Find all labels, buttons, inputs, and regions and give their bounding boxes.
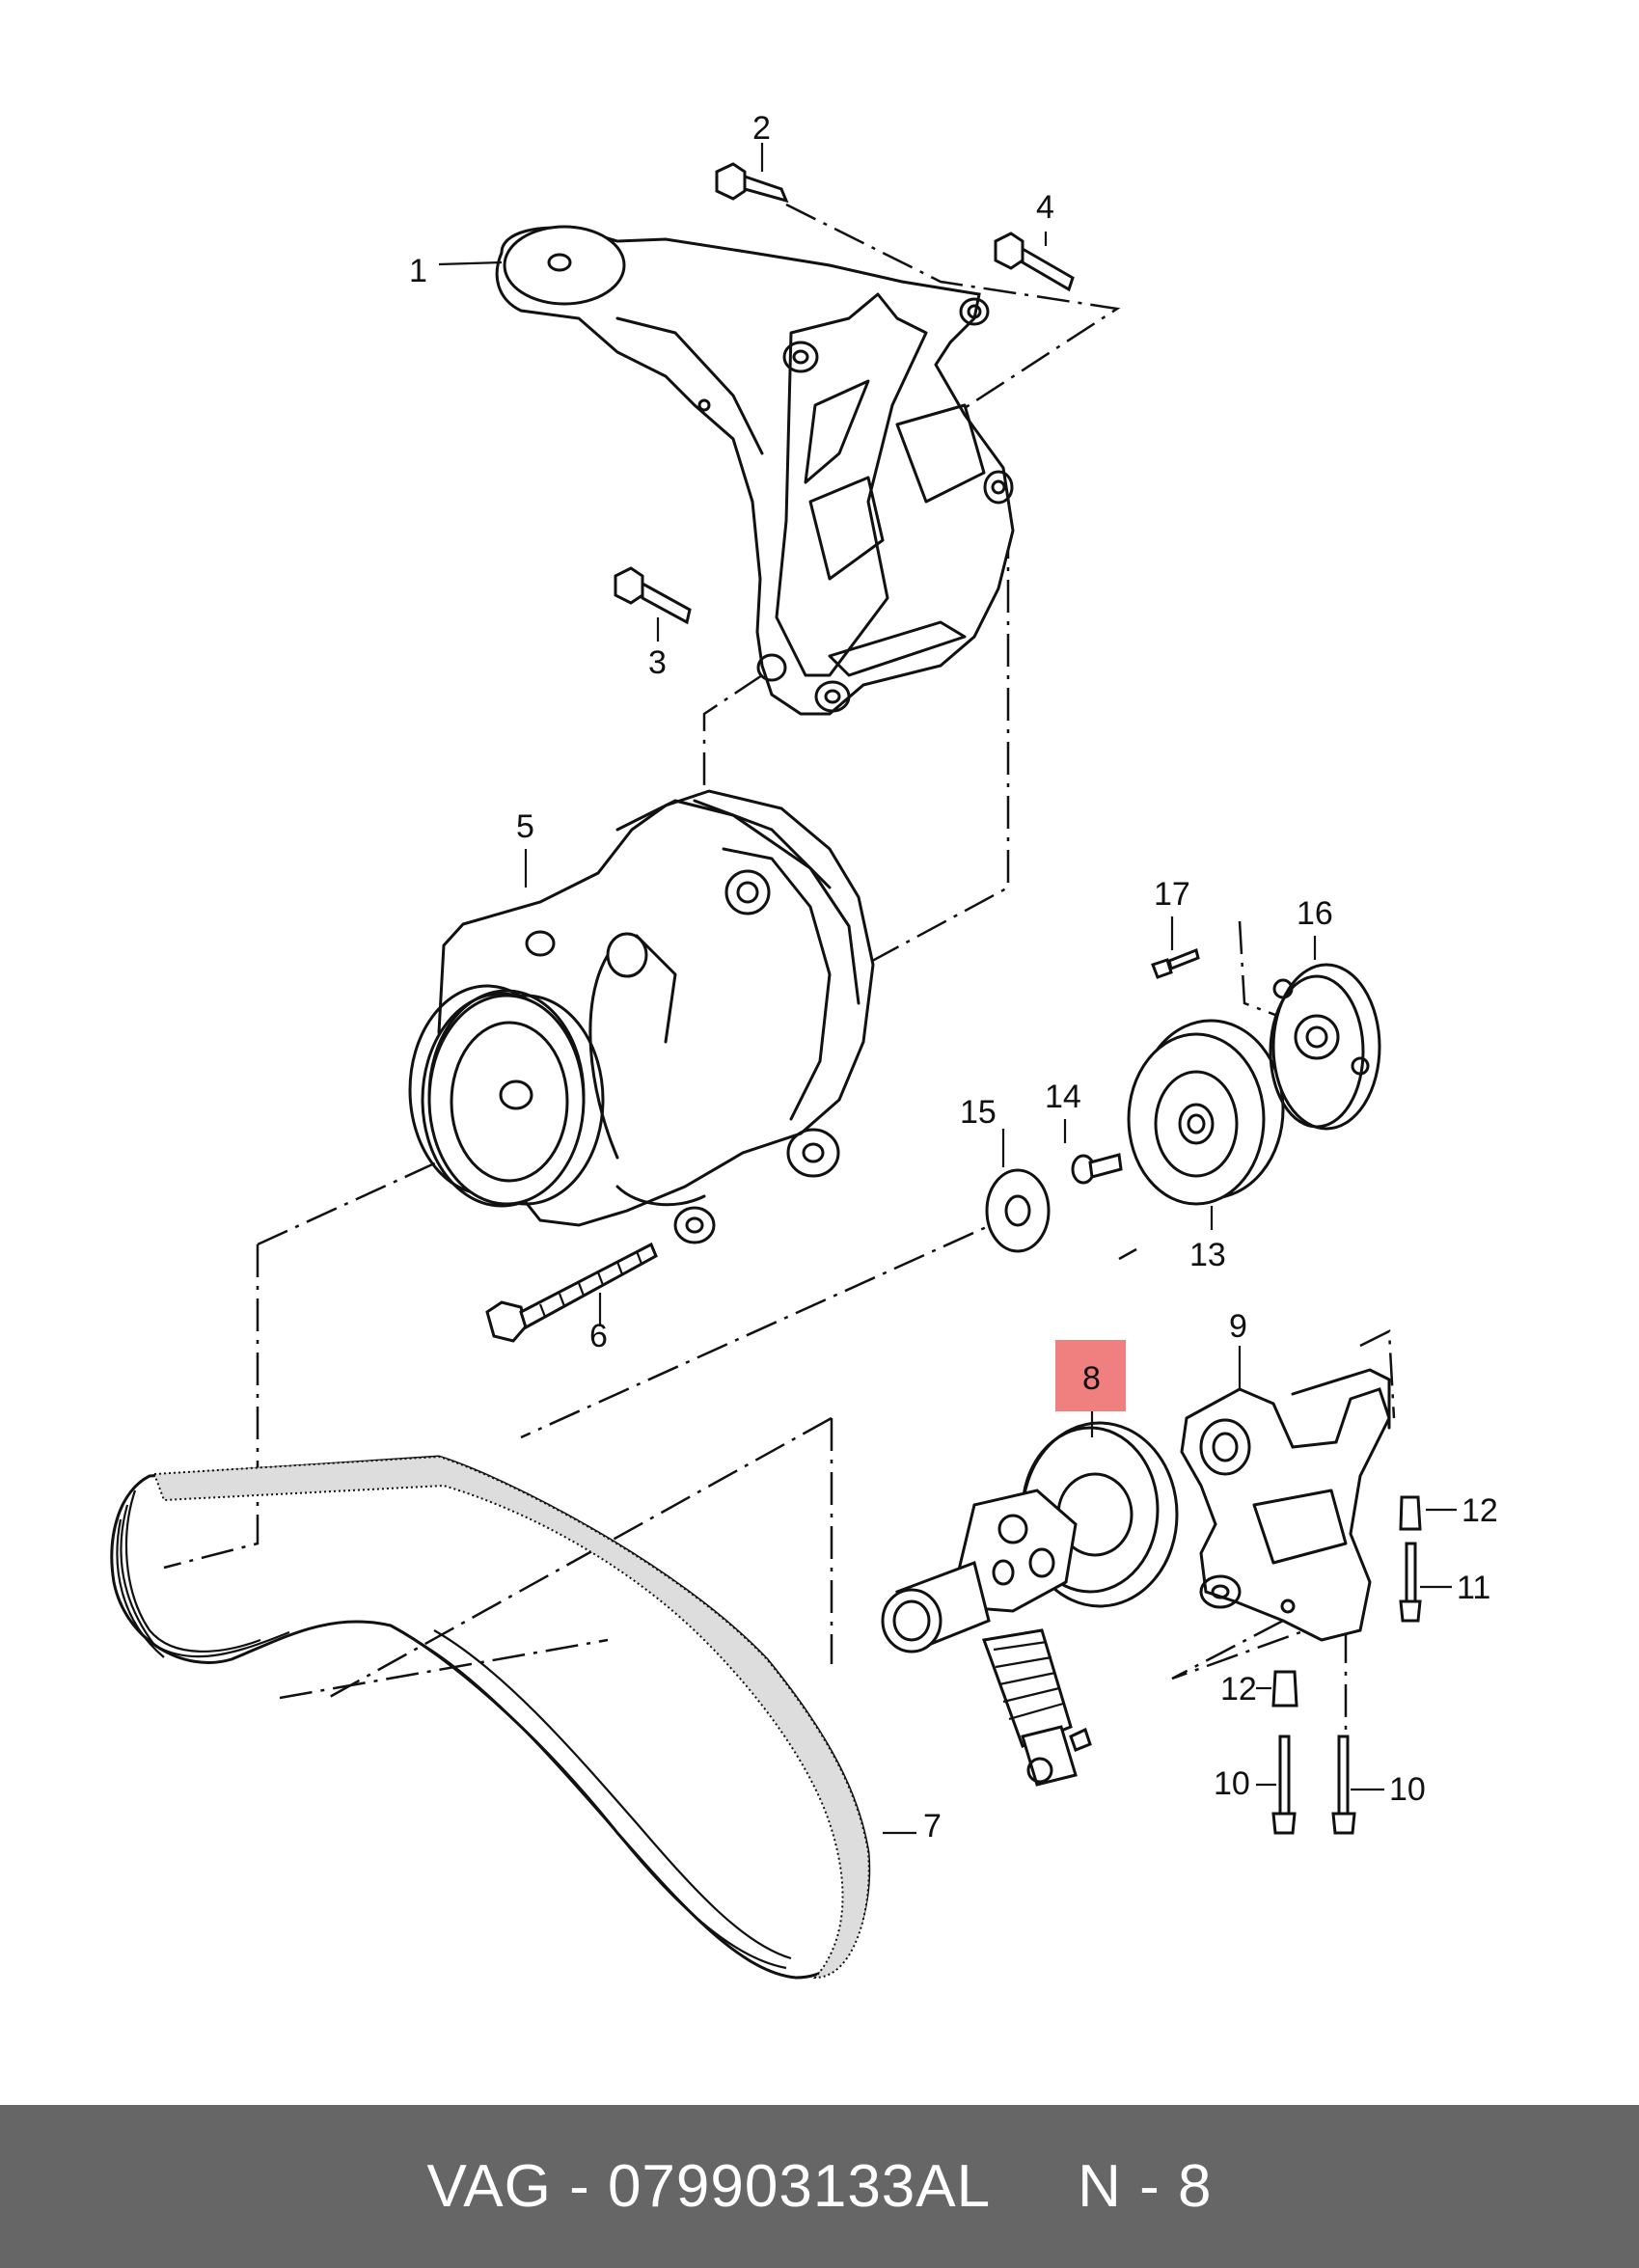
callout-3: 3 [648, 644, 667, 681]
callout-17: 17 [1154, 876, 1190, 913]
sleeve-part-12-lower [1271, 1670, 1298, 1708]
alternator-part-5 [408, 789, 875, 1244]
callout-12-upper: 12 [1461, 1492, 1498, 1529]
sleeve-part-12-upper [1399, 1495, 1422, 1531]
callout-labels: 1 2 3 4 5 6 7 8 9 10 10 11 12 12 13 14 1… [409, 110, 1498, 1844]
screw-part-17 [1151, 947, 1200, 979]
bracket-part-1 [495, 225, 1015, 716]
callout-9: 9 [1229, 1308, 1247, 1345]
diagram-position-text: N - 8 [1078, 2153, 1213, 2220]
bolt-part-11 [1399, 1542, 1422, 1623]
washer-part-15 [985, 1168, 1051, 1253]
bolt-part-2 [715, 162, 789, 204]
callout-15: 15 [960, 1094, 997, 1131]
callout-4: 4 [1036, 189, 1054, 226]
part-number-text: VAG - 079903133AL [426, 2153, 992, 2220]
callout-16: 16 [1297, 895, 1333, 932]
bolt-part-6 [485, 1242, 658, 1343]
callout-7: 7 [923, 1808, 942, 1844]
ribbed-belt-part-7 [110, 1455, 871, 1980]
tensioner-bracket-part-9 [1180, 1368, 1391, 1642]
bolt-part-3 [614, 566, 692, 625]
parts-diagram: 1 2 3 4 5 6 7 8 9 10 10 11 12 12 13 14 1… [110, 110, 1498, 1980]
callout-12-lower: 12 [1220, 1671, 1257, 1708]
callout-6: 6 [589, 1318, 608, 1354]
callout-13: 13 [1189, 1237, 1226, 1273]
bolt-part-14 [1071, 1153, 1123, 1185]
callout-14: 14 [1045, 1079, 1081, 1115]
bolt-part-4 [994, 232, 1075, 292]
callout-10-right: 10 [1389, 1771, 1426, 1808]
callout-2: 2 [752, 110, 771, 147]
bolt-part-10-left [1271, 1735, 1297, 1835]
callout-11: 11 [1457, 1570, 1490, 1606]
tensioner-part-8 [881, 1421, 1179, 1787]
pulley-cover-part-16 [1269, 963, 1381, 1131]
callout-8: 8 [1082, 1360, 1101, 1397]
bolt-part-10-right [1331, 1735, 1356, 1835]
callout-1: 1 [409, 253, 427, 289]
part-number-banner: VAG - 079903133AL N - 8 [0, 2105, 1639, 2268]
idler-pulley-part-13 [1127, 1019, 1285, 1206]
callout-10-left: 10 [1214, 1765, 1250, 1802]
callout-5: 5 [516, 808, 534, 845]
callout-8-highlight [1055, 1340, 1126, 1411]
